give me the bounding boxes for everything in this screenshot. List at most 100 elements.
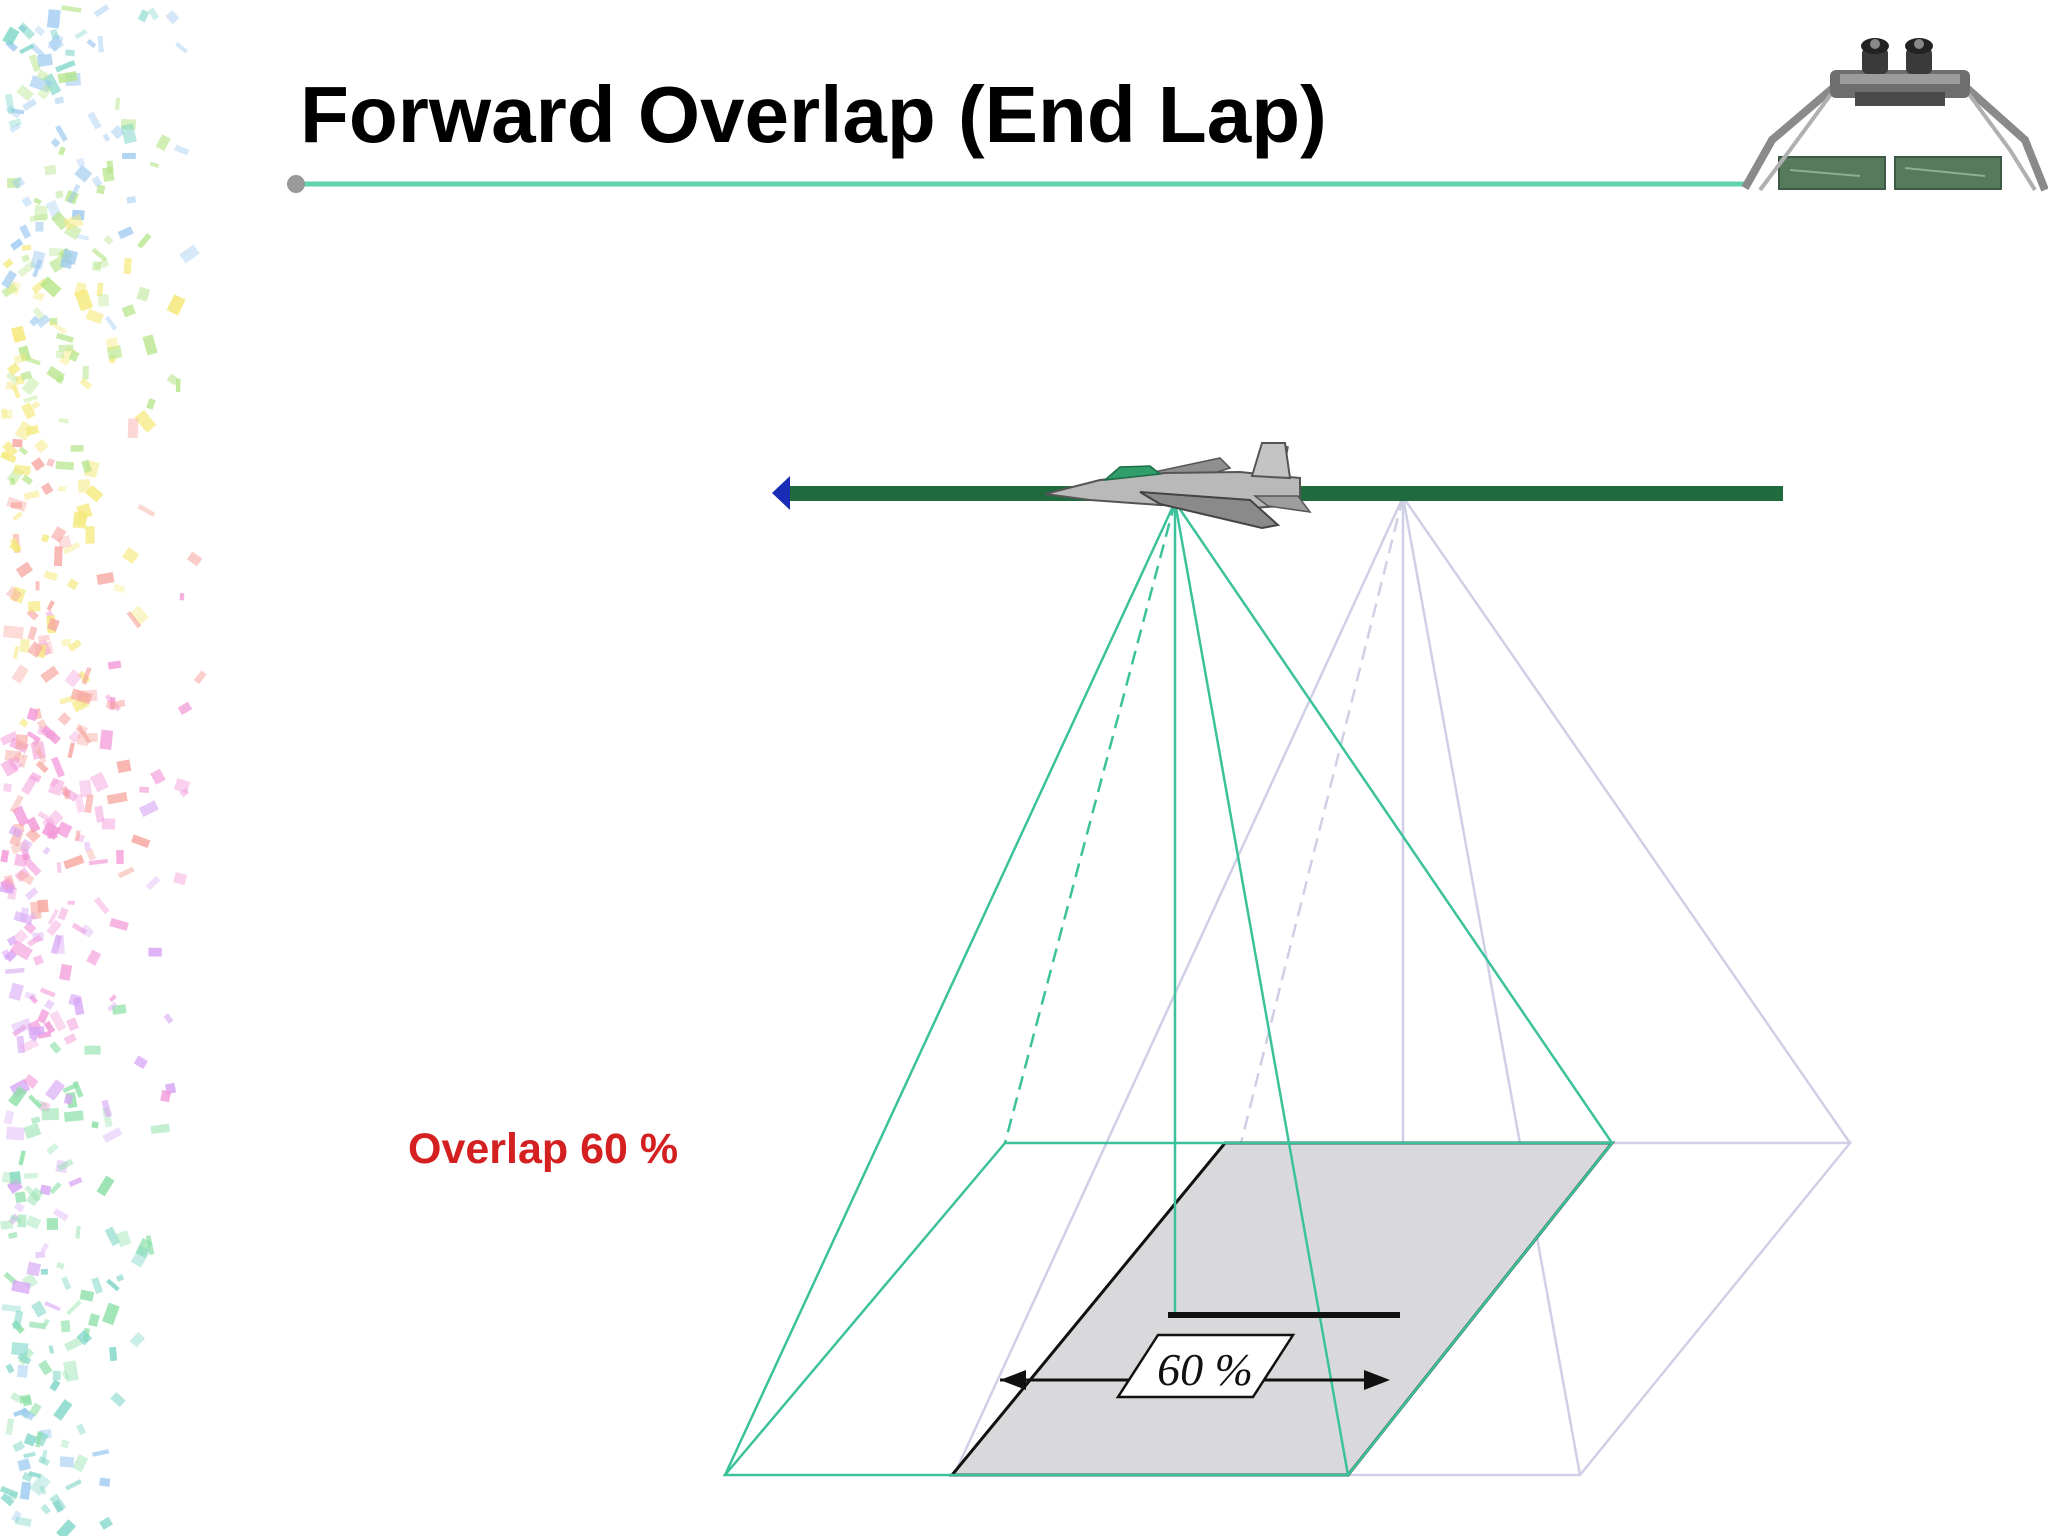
confetti-piece bbox=[8, 825, 23, 839]
confetti-piece bbox=[12, 1024, 27, 1037]
confetti-piece bbox=[77, 726, 92, 744]
confetti-piece bbox=[57, 1158, 74, 1172]
confetti-piece bbox=[37, 899, 49, 913]
next-cone-edge bbox=[1401, 496, 1852, 1144]
confetti-piece bbox=[8, 982, 25, 1001]
confetti-piece bbox=[59, 963, 73, 981]
confetti-piece bbox=[19, 224, 32, 239]
confetti-piece bbox=[58, 146, 66, 156]
confetti-piece bbox=[33, 205, 48, 221]
confetti-piece bbox=[23, 1451, 36, 1459]
confetti-piece bbox=[79, 378, 93, 390]
confetti-piece bbox=[57, 712, 72, 726]
confetti-piece bbox=[9, 123, 21, 133]
confetti-piece bbox=[49, 1181, 62, 1195]
confetti-piece bbox=[23, 490, 40, 501]
confetti-piece bbox=[38, 1485, 47, 1496]
confetti-piece bbox=[32, 306, 46, 321]
confetti-piece bbox=[25, 1215, 42, 1230]
confetti-piece bbox=[18, 446, 28, 456]
confetti-piece bbox=[146, 398, 156, 410]
confetti-piece bbox=[65, 49, 76, 57]
confetti-piece bbox=[102, 1127, 123, 1143]
confetti-piece bbox=[16, 1364, 29, 1378]
confetti-piece bbox=[61, 1276, 72, 1291]
confetti-piece bbox=[29, 911, 38, 921]
confetti-piece bbox=[15, 734, 29, 750]
confetti-piece bbox=[46, 617, 60, 632]
confetti-piece bbox=[1, 1304, 22, 1313]
confetti-piece bbox=[165, 10, 180, 25]
confetti-piece bbox=[46, 600, 55, 611]
confetti-piece bbox=[46, 1142, 59, 1155]
confetti-piece bbox=[85, 848, 97, 861]
confetti-piece bbox=[150, 1123, 171, 1135]
confetti-piece bbox=[36, 1008, 50, 1024]
confetti-piece bbox=[6, 496, 28, 512]
confetti-piece bbox=[35, 581, 40, 591]
confetti-piece bbox=[5, 1418, 15, 1436]
confetti-piece bbox=[163, 1013, 174, 1024]
confetti-piece bbox=[109, 1346, 118, 1362]
confetti-piece bbox=[58, 344, 74, 352]
confetti-piece bbox=[11, 1341, 29, 1356]
confetti-piece bbox=[61, 638, 72, 647]
confetti-piece bbox=[31, 1300, 47, 1318]
confetti-piece bbox=[97, 293, 110, 307]
confetti-piece bbox=[26, 816, 41, 833]
confetti-piece bbox=[5, 586, 23, 603]
confetti-piece bbox=[30, 250, 46, 270]
confetti-piece bbox=[81, 459, 93, 474]
confetti-piece bbox=[56, 332, 74, 343]
confetti-piece bbox=[33, 197, 42, 205]
confetti-piece bbox=[19, 43, 34, 55]
confetti-piece bbox=[43, 1020, 56, 1034]
confetti-piece bbox=[63, 214, 84, 231]
confetti-piece bbox=[59, 259, 73, 270]
confetti-piece bbox=[1, 949, 12, 961]
current-cone-edge bbox=[1173, 501, 1614, 1144]
percent-label: 60 % bbox=[1157, 1344, 1253, 1395]
confetti-piece bbox=[91, 247, 108, 262]
confetti-piece bbox=[177, 701, 193, 716]
confetti-piece bbox=[50, 137, 61, 148]
confetti-piece bbox=[87, 111, 102, 130]
confetti-piece bbox=[12, 1310, 24, 1330]
confetti-piece bbox=[96, 1175, 115, 1197]
next-cone-edge bbox=[1401, 496, 1582, 1476]
confetti-piece bbox=[12, 1407, 28, 1417]
confetti-piece bbox=[179, 787, 190, 798]
overlap-label: Overlap 60 % bbox=[408, 1125, 679, 1173]
confetti-piece bbox=[129, 605, 150, 626]
confetti-piece bbox=[137, 233, 152, 249]
confetti-piece bbox=[126, 610, 142, 629]
confetti-piece bbox=[179, 244, 200, 264]
confetti-piece bbox=[29, 772, 42, 783]
confetti-piece bbox=[63, 1360, 79, 1382]
confetti-piece bbox=[166, 373, 180, 386]
confetti-piece bbox=[40, 1503, 51, 1515]
confetti-piece bbox=[49, 1041, 62, 1054]
confetti-piece bbox=[1, 282, 18, 298]
confetti-piece bbox=[17, 1458, 32, 1472]
confetti-piece bbox=[35, 760, 49, 774]
confetti-piece bbox=[19, 638, 30, 653]
confetti-piece bbox=[79, 779, 93, 798]
confetti-piece bbox=[110, 125, 125, 140]
confetti-piece bbox=[60, 1439, 70, 1449]
confetti-piece bbox=[116, 759, 132, 774]
confetti-piece bbox=[23, 1122, 42, 1140]
confetti-piece bbox=[48, 319, 67, 335]
confetti-piece bbox=[2, 26, 20, 46]
confetti-piece bbox=[27, 600, 41, 612]
confetti-piece bbox=[67, 639, 82, 652]
confetti-piece bbox=[66, 1299, 82, 1316]
confetti-piece bbox=[49, 317, 58, 326]
confetti-piece bbox=[91, 1277, 104, 1294]
confetti-piece bbox=[63, 854, 85, 870]
confetti-piece bbox=[101, 1099, 113, 1118]
confetti-piece bbox=[82, 365, 89, 380]
confetti-piece bbox=[28, 1470, 42, 1479]
confetti-piece bbox=[5, 380, 17, 391]
